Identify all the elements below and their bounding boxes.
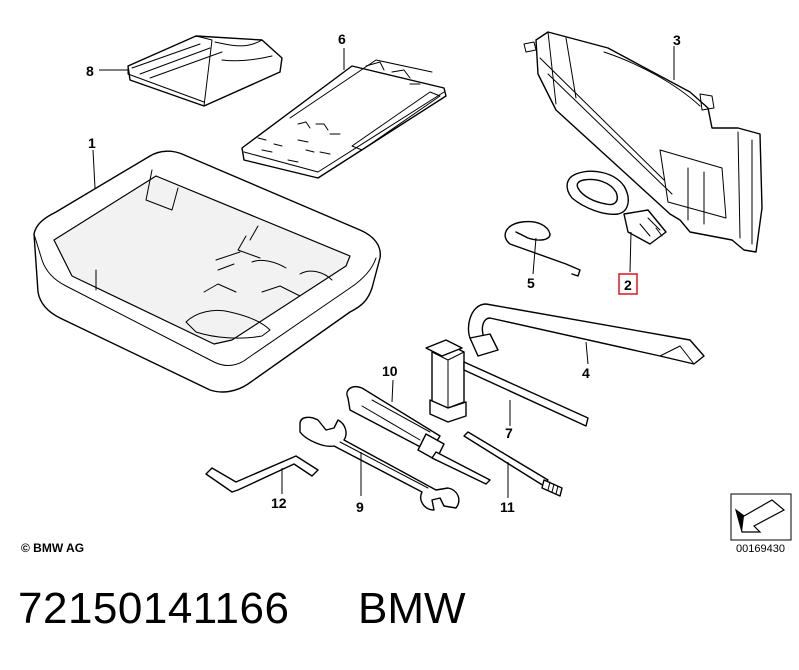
- callout-2-highlight: [618, 273, 638, 295]
- callout-2[interactable]: 2: [624, 277, 632, 293]
- part-number: 72150141166: [18, 584, 290, 633]
- part-5-hook: [504, 220, 581, 277]
- callout-6[interactable]: 6: [338, 31, 346, 47]
- part-1-tool-tray: [33, 150, 381, 393]
- callout-8[interactable]: 8: [86, 63, 94, 79]
- callout-4[interactable]: 4: [582, 365, 590, 381]
- leader-lines: [92, 46, 675, 498]
- callout-7[interactable]: 7: [505, 425, 513, 441]
- callout-1[interactable]: 1: [88, 135, 96, 151]
- part-8-bag: [127, 35, 283, 107]
- diagram-code: 00169430: [736, 543, 785, 555]
- part-10-screwdriver: [346, 386, 491, 485]
- part-6-plate: [241, 59, 447, 179]
- diagram-reference-icon: [730, 493, 792, 541]
- part-4-wrench-bar: [467, 303, 705, 365]
- brand-name: BMW: [358, 584, 466, 633]
- callout-3[interactable]: 3: [673, 32, 681, 48]
- callout-12[interactable]: 12: [271, 495, 287, 511]
- part-2-towing-eye: [566, 170, 667, 245]
- callout-5[interactable]: 5: [527, 275, 535, 291]
- part-9-spanner: [299, 416, 460, 511]
- callout-11[interactable]: 11: [500, 499, 515, 515]
- part-11-drift: [463, 431, 563, 497]
- callout-10[interactable]: 10: [382, 363, 398, 379]
- part-7-socket-wrench: [425, 339, 589, 427]
- part-3-jack: [523, 31, 763, 253]
- part-12-hex-key: [205, 455, 319, 493]
- copyright-notice: © BMW AG: [21, 541, 85, 555]
- callout-9[interactable]: 9: [356, 499, 364, 515]
